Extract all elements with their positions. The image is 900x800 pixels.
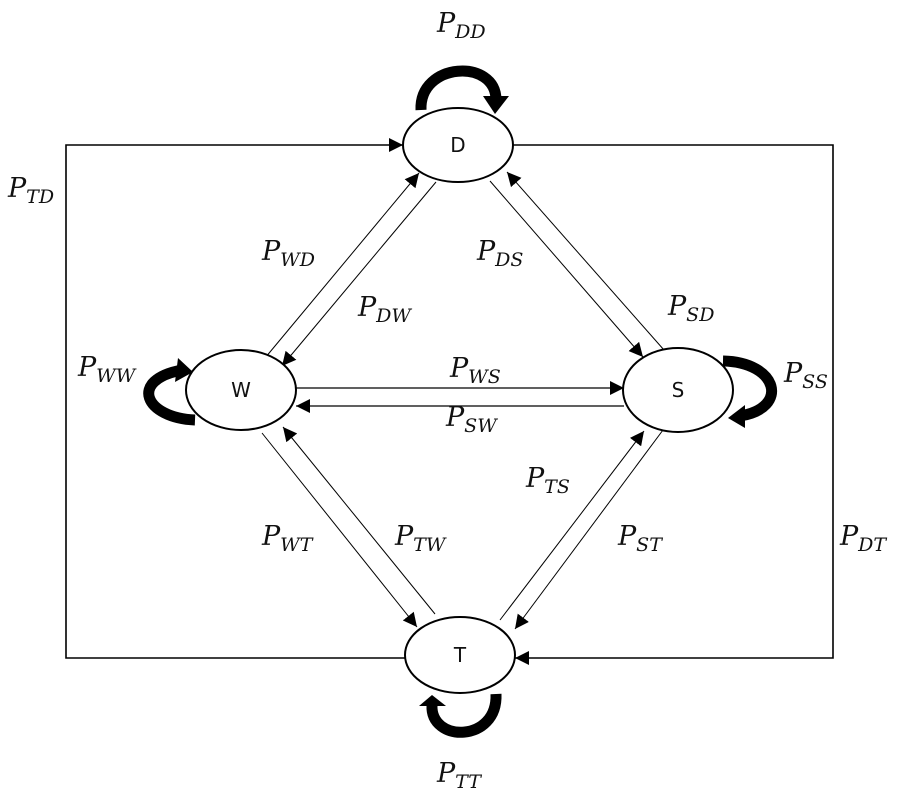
label-P-TT: PTT [436,758,482,793]
label-P-TS: PTS [525,463,570,498]
edge-W-to-D [264,172,420,359]
edge-D-to-T-outer [513,144,834,665]
edge-T-to-D-outer [65,138,405,659]
node-S: S [622,347,734,433]
label-P-WW: PWW [77,352,137,387]
node-D: D [402,107,514,183]
label-P-TW: PTW [394,521,447,556]
label-P-WD: PWD [261,236,315,271]
edge-W-to-T [261,432,418,628]
label-P-SS: PSS [783,358,828,393]
label-P-SW: PSW [445,402,498,437]
node-T-label: T [453,643,467,667]
edge-D-to-W [281,181,437,367]
self-loop-T [419,693,502,738]
label-P-SD: PSD [667,291,714,326]
label-P-DD: PDD [436,8,486,43]
node-W-label: W [231,378,251,402]
edge-T-to-W [282,426,436,615]
self-loop-S [722,355,777,428]
label-P-DW: PDW [357,292,412,327]
label-P-DS: PDS [476,236,523,271]
edge-S-to-T [514,429,664,630]
label-P-TD: PTD [7,173,54,208]
edge-S-to-D [506,171,665,351]
label-P-DT: PDT [839,521,887,556]
edge-D-to-S [489,180,644,358]
label-P-WT: PWT [261,521,314,556]
edge-T-to-S [499,430,645,621]
self-loop-D [415,65,509,114]
node-T: T [404,616,516,694]
node-D-label: D [450,133,465,157]
node-W: W [185,349,297,431]
label-P-ST: PST [617,521,663,556]
node-S-label: S [672,378,685,402]
self-loop-W [143,358,196,426]
label-P-WS: PWS [449,353,501,388]
